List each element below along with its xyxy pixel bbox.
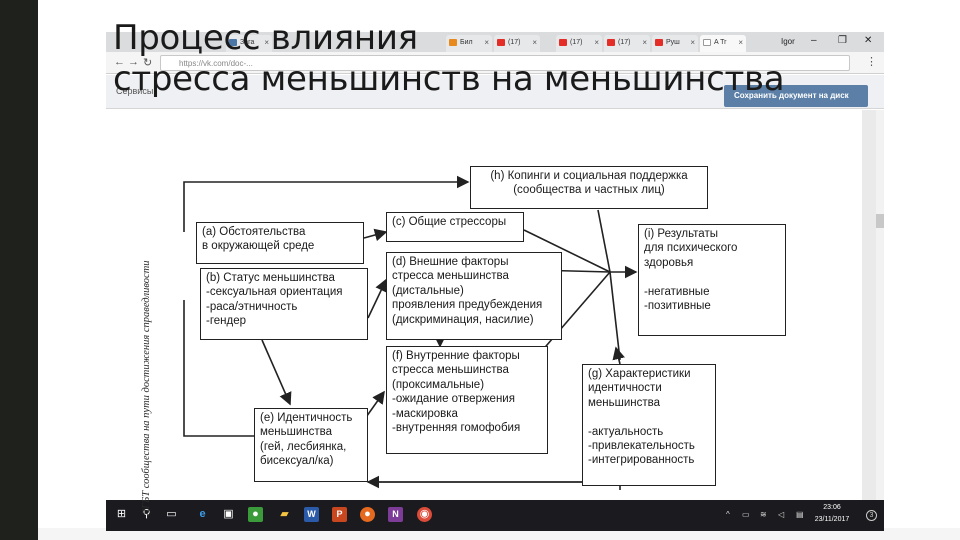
tab-6[interactable]: A Tr × <box>700 35 746 52</box>
save-to-disk-button[interactable]: Сохранить документ на диск <box>724 85 868 107</box>
close-icon[interactable]: × <box>484 38 489 47</box>
slide-title-line-2: стресса меньшинств на меньшинства <box>113 59 785 100</box>
tray-chevron-icon[interactable]: ^ <box>726 510 730 519</box>
close-icon[interactable]: × <box>532 38 537 47</box>
windows-start-icon[interactable]: ⊞ <box>116 508 127 520</box>
tab-label: Бил <box>460 39 473 46</box>
clock-date[interactable]: 23/11/2017 <box>814 516 850 523</box>
tab-5[interactable]: Руш × <box>652 35 698 52</box>
chrome-icon[interactable]: ◉ <box>417 507 432 522</box>
slide-bottom-strip <box>38 528 960 540</box>
onenote-icon[interactable]: N <box>388 507 403 522</box>
maximize-icon[interactable]: ❐ <box>838 35 847 46</box>
url-text: https://vk.com/doc-... <box>179 59 253 68</box>
box-h-coping: (h) Копинги и социальная поддержка (сооб… <box>470 166 708 209</box>
box-d-distal-stress: (d) Внешние факторы стресса меньшинства … <box>386 252 562 340</box>
tab-label: A Tr <box>714 39 727 46</box>
clock-time[interactable]: 23:06 <box>823 504 841 511</box>
box-a-environment: (a) Обстоятельства в окружающей среде <box>196 222 364 264</box>
bookmark-services[interactable]: Сервисы <box>116 86 154 96</box>
notification-icon[interactable]: 3 <box>866 510 877 521</box>
address-bar[interactable]: https://vk.com/doc-... <box>160 55 850 71</box>
box-g-identity-characteristics: (g) Характеристики идентичности меньшинс… <box>582 364 716 486</box>
slide-left-bar <box>0 0 38 540</box>
search-icon[interactable]: ⚲ <box>142 508 151 520</box>
close-icon[interactable]: × <box>690 38 695 47</box>
volume-icon[interactable]: ◁ <box>778 510 785 519</box>
tab-favicon-icon <box>607 39 615 46</box>
folder-icon[interactable]: ▰ <box>280 508 289 520</box>
tab-2[interactable]: (17) × <box>494 35 540 52</box>
close-icon[interactable]: × <box>738 38 743 47</box>
profile-name[interactable]: Igor <box>781 37 795 46</box>
xbox-icon[interactable]: ● <box>248 507 263 522</box>
tab-4[interactable]: (17) × <box>604 35 650 52</box>
firefox-icon[interactable]: ● <box>360 507 375 522</box>
tab-favicon-icon <box>229 39 237 46</box>
close-icon[interactable]: × <box>264 38 269 47</box>
scrollbar[interactable] <box>876 110 884 500</box>
tab-label: (17) <box>618 39 631 46</box>
box-f-proximal-stress: (f) Внутренние факторы стресса меньшинст… <box>386 346 548 454</box>
task-view-icon[interactable]: ▭ <box>166 508 177 520</box>
tab-0[interactable]: Зага × <box>226 35 272 52</box>
tab-favicon-icon <box>449 39 457 46</box>
tab-favicon-icon <box>703 39 711 46</box>
browser-toolbar: ← → ↻ https://vk.com/doc-... ⋮ <box>106 52 884 74</box>
box-b-minority-status: (b) Статус меньшинства -сексуальная орие… <box>200 268 368 340</box>
scrollbar-thumb[interactable] <box>876 214 884 228</box>
tab-favicon-icon <box>559 39 567 46</box>
forward-icon[interactable]: → <box>128 56 139 68</box>
powerpoint-icon[interactable]: P <box>332 507 347 522</box>
slide-title: Процесс влияния стресса меньшинств на ме… <box>113 18 853 101</box>
back-icon[interactable]: ← <box>114 56 125 68</box>
tab-label: (17) <box>570 39 583 46</box>
windows-taskbar: ⊞ ⚲ ▭ e ▣ ● ▰ W P ● N ◉ ^ ▭ ≋ ◁ ▤ 23:06 … <box>106 500 884 531</box>
box-i-mental-health: (i) Результаты для психического здоровья… <box>638 224 786 336</box>
word-icon[interactable]: W <box>304 507 319 522</box>
close-icon[interactable]: × <box>594 38 599 47</box>
reload-icon[interactable]: ↻ <box>143 57 153 69</box>
box-e-minority-identity: (e) Идентичность меньшинства (гей, лесби… <box>254 408 368 482</box>
store-icon[interactable]: ▣ <box>223 508 234 520</box>
tab-label: Зага <box>240 39 255 46</box>
battery-icon[interactable]: ▭ <box>742 510 750 519</box>
tab-favicon-icon <box>655 39 663 46</box>
box-c-general-stressors: (c) Общие стрессоры <box>386 212 524 242</box>
tab-label: (17) <box>508 39 521 46</box>
tab-strip: Зага× Бил× (17)× (17)× (17)× Руш× A Tr× … <box>106 32 884 52</box>
tab-favicon-icon <box>497 39 505 46</box>
close-window-icon[interactable]: ✕ <box>864 35 873 46</box>
tab-label: Руш <box>666 39 680 46</box>
tab-1[interactable]: Бил × <box>446 35 492 52</box>
slide-title-line-1: Процесс влияния <box>113 18 418 58</box>
wifi-icon[interactable]: ≋ <box>760 510 767 519</box>
keyboard-icon[interactable]: ▤ <box>796 510 804 519</box>
minimize-icon[interactable]: – <box>811 35 817 46</box>
rotated-side-text: ЛГБТ сообщества на пути достижения справ… <box>141 260 152 516</box>
tab-3[interactable]: (17) × <box>556 35 602 52</box>
edge-icon[interactable]: e <box>199 508 206 520</box>
close-icon[interactable]: × <box>642 38 647 47</box>
menu-icon[interactable]: ⋮ <box>866 56 877 68</box>
